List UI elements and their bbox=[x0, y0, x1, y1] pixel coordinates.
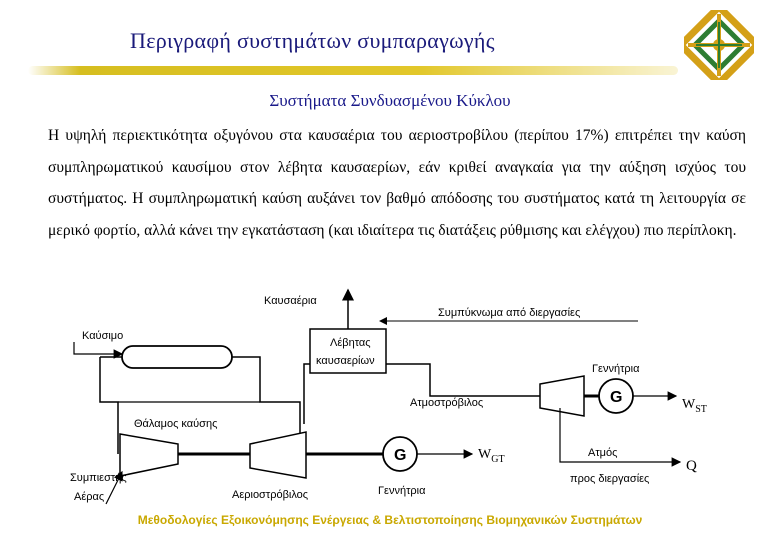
gas-turbine-label: Αεριοστρόβιλος bbox=[232, 489, 308, 501]
university-logo-icon bbox=[684, 10, 754, 80]
condensate-label: Συμπύκνωμα από διεργασίες bbox=[438, 307, 580, 319]
footer-text: Μεθοδολογίες Εξοικονόμησης Ενέργειας & Β… bbox=[137, 513, 643, 527]
body-paragraph: Η υψηλή περιεκτικότητα οξυγόνου στα καυσ… bbox=[48, 127, 746, 239]
page-title: Περιγραφή συστημάτων συμπαραγωγής bbox=[130, 28, 495, 53]
fuel-label: Καύσιμο bbox=[82, 330, 123, 342]
compressor-shape bbox=[119, 433, 179, 477]
steam-turbine-shape bbox=[539, 375, 585, 417]
section-subtitle: Συστήματα Συνδυασμένου Κύκλου bbox=[269, 91, 511, 110]
title-underline bbox=[28, 66, 678, 75]
combined-cycle-diagram: Καυσαέρια Συμπύκνωμα από διεργασίες Καύσ… bbox=[70, 288, 707, 505]
w-st-label: WST bbox=[682, 397, 707, 415]
air-line bbox=[105, 470, 123, 505]
q-symbol: Q bbox=[686, 458, 697, 474]
steam-turbine-label: Ατμοστρόβιλος bbox=[410, 397, 483, 409]
boiler-box bbox=[309, 328, 387, 374]
boiler-label-2: καυσαερίων bbox=[316, 355, 375, 367]
exhaust-label: Καυσαέρια bbox=[264, 295, 317, 307]
generator-st-symbol: G bbox=[610, 389, 622, 406]
gas-turbine-shape bbox=[249, 431, 307, 479]
compressor-label: Συμπιεστής bbox=[70, 472, 127, 484]
air-label: Αέρας bbox=[74, 491, 104, 503]
combustion-chamber bbox=[121, 345, 233, 369]
generator-top-label: Γεννήτρια bbox=[592, 363, 640, 375]
combustion-chamber-label: Θάλαμος καύσης bbox=[134, 418, 217, 430]
w-gt-label: WGT bbox=[478, 447, 505, 465]
fuel-line bbox=[73, 342, 124, 359]
steam-label: Ατμός bbox=[588, 447, 617, 459]
generator-bottom-label: Γεννήτρια bbox=[378, 485, 426, 497]
generator-gt-symbol: G bbox=[394, 447, 406, 464]
steam-process-label: προς διεργασίες bbox=[570, 473, 649, 485]
boiler-label-1: Λέβητας bbox=[330, 337, 371, 349]
